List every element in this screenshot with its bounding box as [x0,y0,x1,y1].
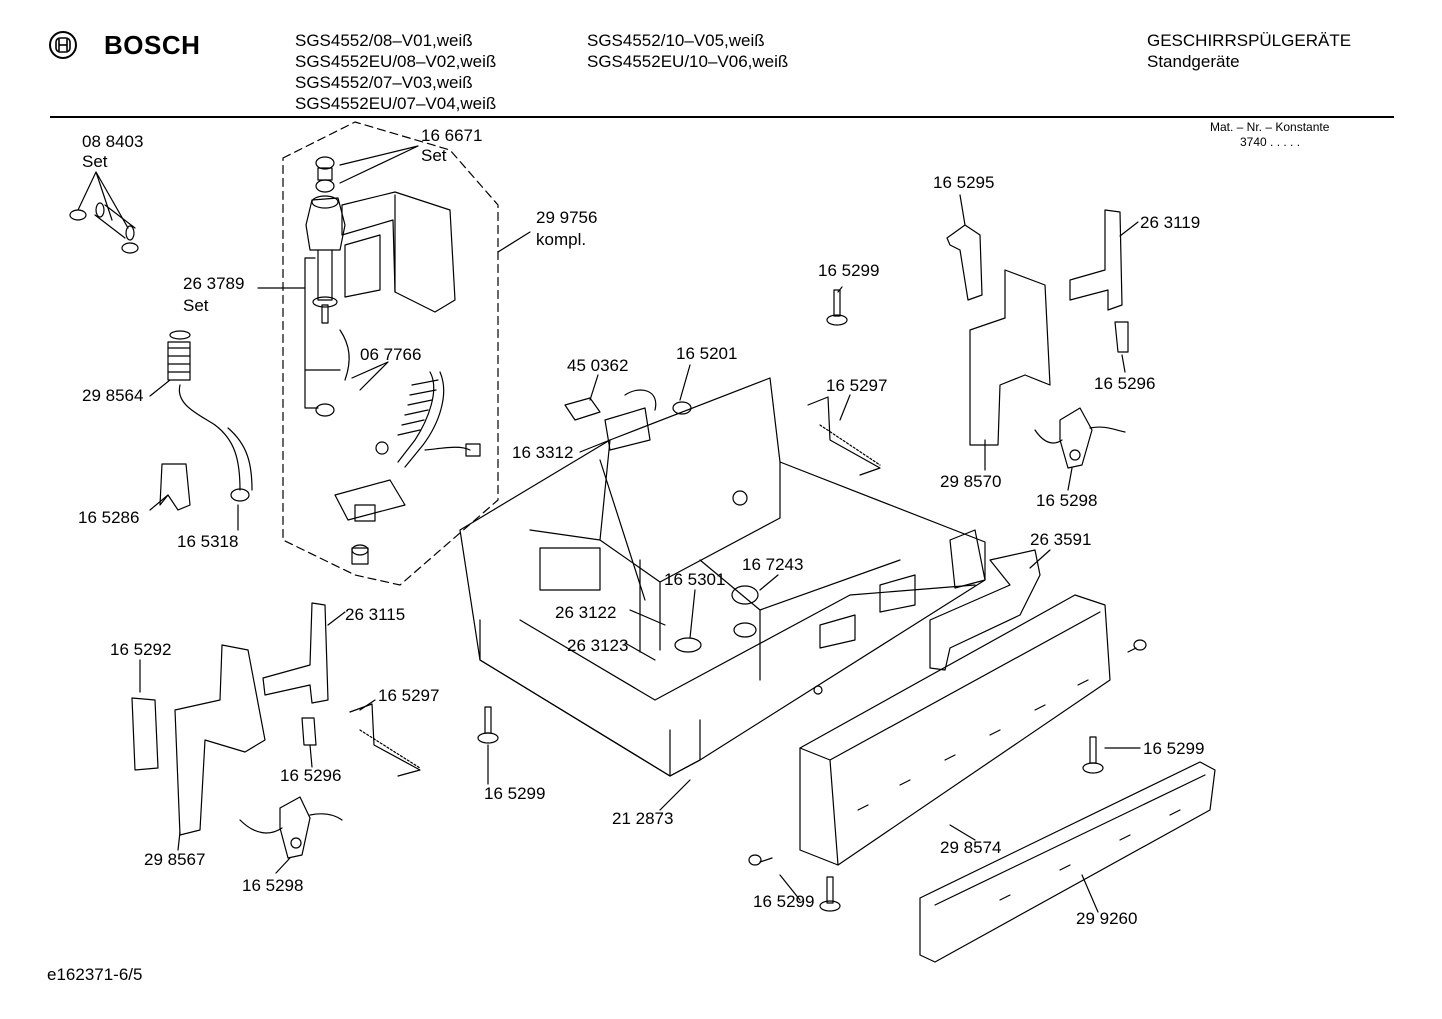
screw-165299-b [478,707,498,743]
screw-165299-d [820,877,840,911]
spring-165297-a [808,397,880,475]
part-label-067766: 06 7766 [360,345,422,364]
part-label-165318: 16 5318 [177,532,239,551]
clip-165286 [160,464,190,510]
part-label-263123: 26 3123 [567,636,629,655]
part-label-166671: 16 6671 [421,126,483,145]
clip-165296-a [1115,322,1128,352]
leader-lines [78,146,1140,912]
model-item: SGS4552EU/08–V02,weiß [295,52,497,71]
part-label-165297-b: 16 5297 [378,686,440,705]
kickplate-298574 [800,595,1110,865]
part-label-088403-set: Set [82,152,108,171]
part-label-263789: 26 3789 [183,274,245,293]
valve-assembly-group [306,157,480,564]
bracket-263119 [1070,210,1122,310]
part-label-299756: 29 9756 [536,208,598,227]
lever-263591 [930,550,1040,670]
part-label-263591: 26 3591 [1030,530,1092,549]
part-label-299260: 29 9260 [1076,909,1138,928]
assembly-boundary-dashed [283,122,498,585]
part-label-165292: 16 5292 [110,640,172,659]
model-item: SGS4552/08–V01,weiß [295,31,473,50]
brand-name: BOSCH [104,30,201,60]
part-label-298567: 29 8567 [144,850,206,869]
part-label-212873: 21 2873 [612,809,674,828]
subcategory-name: Standgeräte [1147,52,1240,71]
clip-165296-b [302,718,316,745]
screw-small-b [749,855,772,865]
part-label-165299-c: 16 5299 [1143,739,1205,758]
model-list-1: SGS4552/08–V01,weiß SGS4552EU/08–V02,wei… [295,30,496,114]
model-item: SGS4552/07–V03,weiß [295,73,473,92]
part-label-263789-set: Set [183,296,209,315]
screw-165299-c [1083,737,1103,773]
plinth-299260 [920,762,1215,962]
part-label-165295: 16 5295 [933,173,995,192]
part-label-263115: 26 3115 [345,605,406,624]
part-label-263122: 26 3122 [555,603,617,622]
hose-set-088403 [70,203,138,253]
frame-298567 [175,645,265,835]
part-label-165286: 16 5286 [78,508,140,527]
part-label-165296-a: 16 5296 [1094,374,1156,393]
part-label-088403: 08 8403 [82,132,144,151]
frame-298570 [970,270,1050,445]
sensor-165298-a [1060,408,1092,468]
part-label-298564: 29 8564 [82,386,144,405]
part-label-165299-b: 16 5299 [484,784,546,803]
header-divider [50,116,1394,118]
model-item: SGS4552/10–V05,weiß [587,31,765,50]
material-number-value: 3740 . . . . . [1240,135,1301,149]
part-label-167243: 16 7243 [742,555,804,574]
model-list-2: SGS4552/10–V05,weiß SGS4552EU/10–V06,wei… [587,30,788,72]
part-label-165201: 16 5201 [676,344,738,363]
category-name: GESCHIRRSPÜLGERÄTE [1147,31,1352,50]
category-title: GESCHIRRSPÜLGERÄTE Standgeräte [1147,30,1351,72]
bosch-logo-icon [49,31,77,59]
material-number-label: Mat. – Nr. – Konstante [1210,120,1330,134]
bracket-165295 [947,225,982,300]
part-label-298570: 29 8570 [940,472,1002,491]
part-label-166671-set: Set [421,146,447,165]
part-label-299756-kompl: kompl. [536,230,587,249]
screw-small-a [1128,640,1146,652]
model-item: SGS4552EU/07–V04,weiß [295,94,497,113]
part-label-298574: 29 8574 [940,838,1002,857]
model-item: SGS4552EU/10–V06,weiß [587,52,789,71]
bracket-263115 [263,603,328,703]
sensor-165298-b [280,797,310,858]
spring-165297-b [350,704,420,776]
screw-165299-a [827,290,847,325]
diagram-id: e162371-6/5 [47,965,143,984]
hose-298564 [168,331,252,501]
cover-165292 [132,698,158,770]
part-label-165296-b: 16 5296 [280,766,342,785]
base-tub-212873 [460,378,985,776]
part-label-165298-b: 16 5298 [242,876,304,895]
part-label-163312: 16 3312 [512,443,574,462]
part-label-450362: 45 0362 [567,356,629,375]
part-label-263119: 26 3119 [1140,213,1201,232]
part-label-165298-a: 16 5298 [1036,491,1098,510]
part-label-165299-d: 16 5299 [753,892,815,911]
part-label-165301: 16 5301 [664,570,726,589]
part-label-165297-a: 16 5297 [826,376,888,395]
capacitor-assembly [565,390,691,450]
part-label-165299-a: 16 5299 [818,261,880,280]
